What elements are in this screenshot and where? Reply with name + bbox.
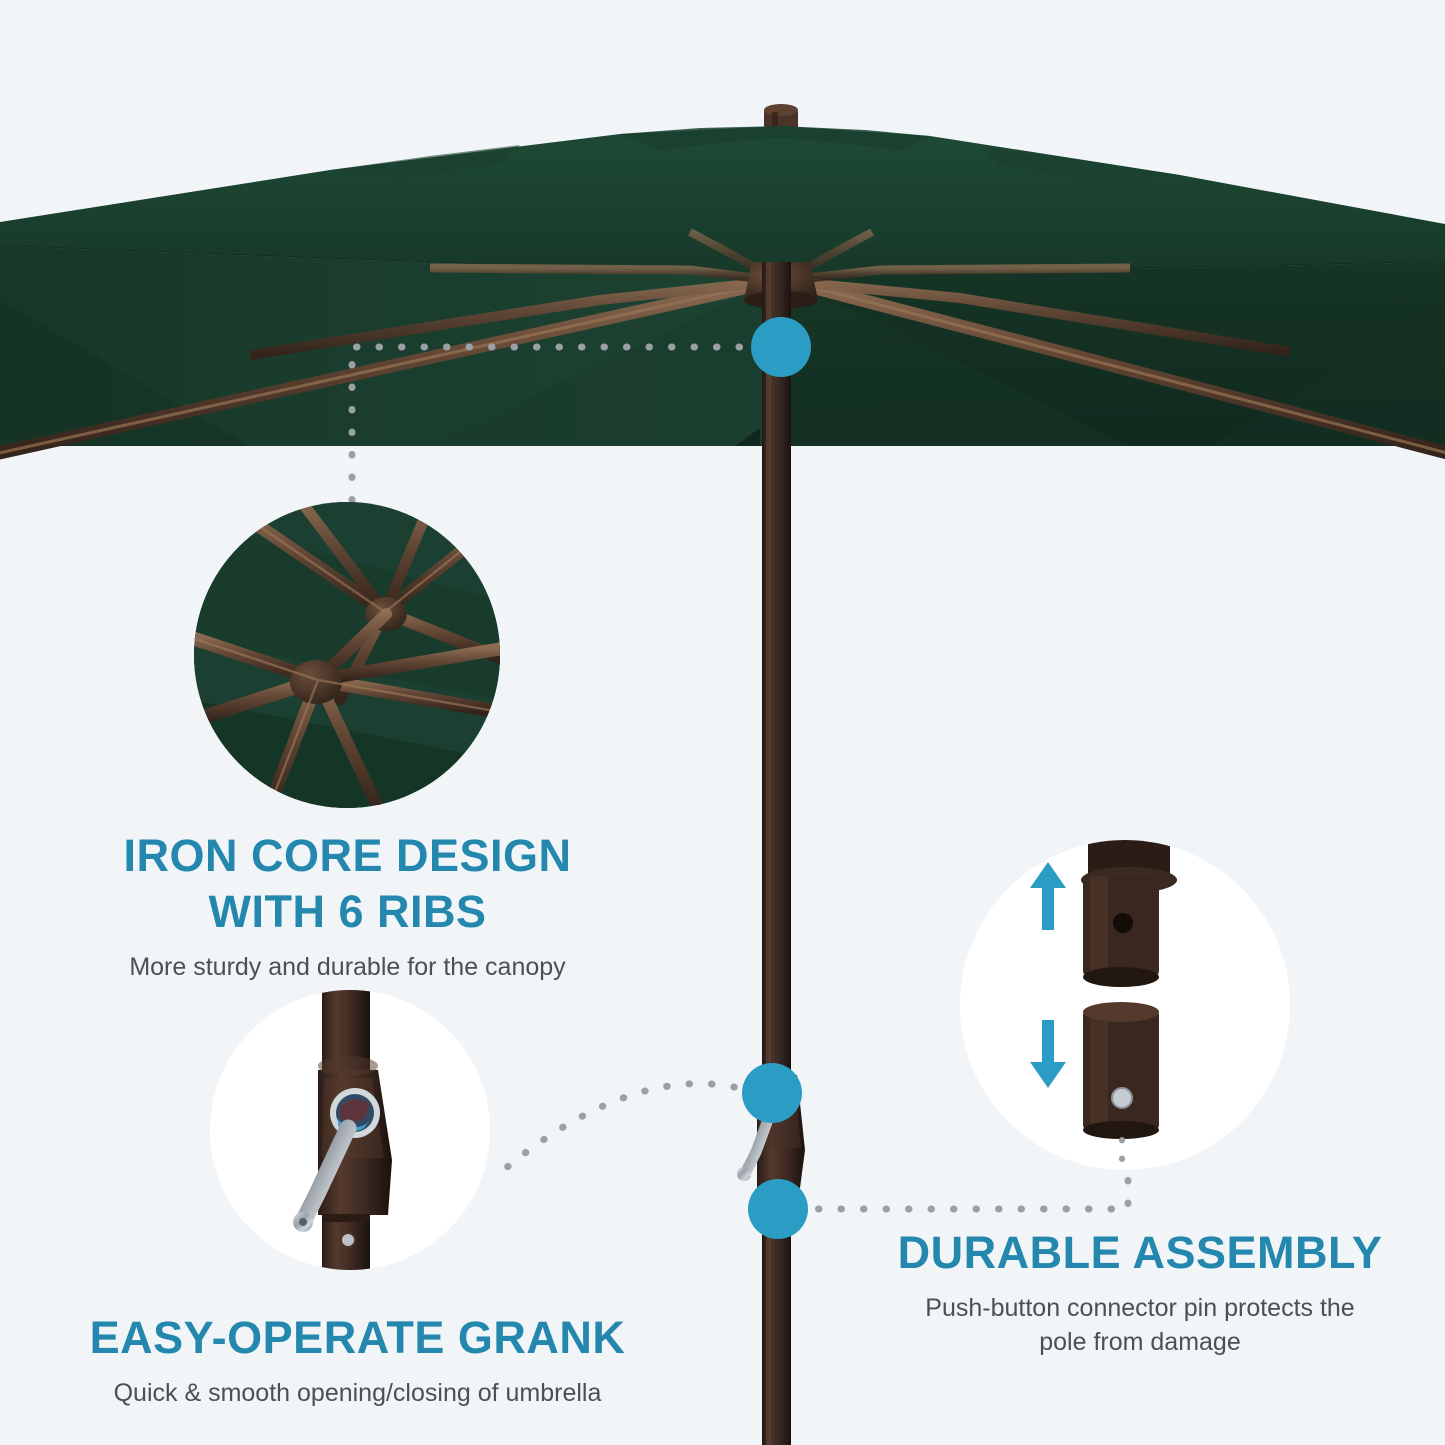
canopy-ribs xyxy=(0,228,1445,460)
feature-heading-assembly: DURABLE ASSEMBLY xyxy=(897,1227,1383,1278)
canopy-lower-right xyxy=(781,262,1445,446)
feature-block-iron-core: IRON CORE DESIGN WITH 6 RIBS More sturdy… xyxy=(40,828,655,984)
marker-canopy-hub xyxy=(751,317,811,377)
feature-block-assembly: DURABLE ASSEMBLY Push-button connector p… xyxy=(855,1225,1425,1359)
umbrella-canopy xyxy=(0,104,1445,460)
feature-heading-crank: EASY-OPERATE GRANK xyxy=(89,1312,626,1363)
feature-heading-iron-core: IRON CORE DESIGN WITH 6 RIBS xyxy=(123,830,572,937)
leader-lines xyxy=(348,343,1132,1213)
feature-block-crank: EASY-OPERATE GRANK Quick & smooth openin… xyxy=(30,1310,685,1410)
arrow-up-icon xyxy=(1030,862,1066,930)
leader-assembly xyxy=(792,1068,1132,1213)
marker-crank xyxy=(742,1063,802,1123)
hotspot-markers xyxy=(742,317,811,1239)
feature-description-iron-core: More sturdy and durable for the canopy xyxy=(129,953,566,981)
callout-crank xyxy=(210,990,490,1270)
feature-description-assembly: Push-button connector pin protects the p… xyxy=(925,1294,1355,1356)
arrow-down-icon xyxy=(1030,1020,1066,1088)
assembly-arrows xyxy=(1030,862,1066,1088)
callout-iron-core xyxy=(194,502,500,808)
callout-assembly xyxy=(960,840,1290,1170)
feature-description-crank: Quick & smooth opening/closing of umbrel… xyxy=(113,1379,602,1407)
leader-crank xyxy=(488,1080,760,1184)
leader-iron-core xyxy=(348,343,766,504)
canopy-lower-left xyxy=(0,246,781,446)
marker-connector xyxy=(748,1179,808,1239)
